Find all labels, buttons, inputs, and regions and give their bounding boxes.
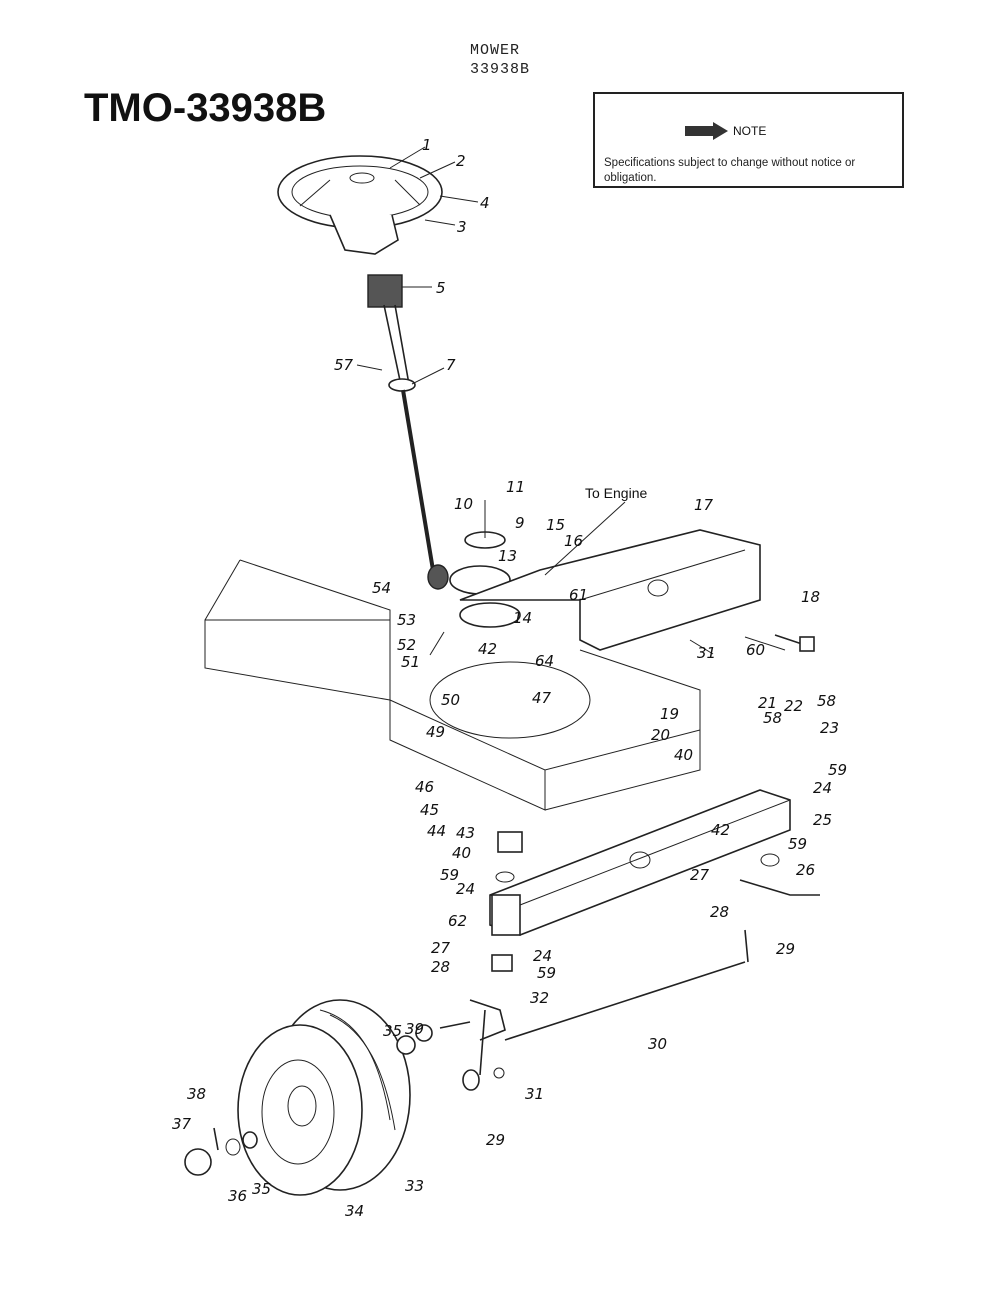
- bolt-18: [774, 634, 815, 652]
- callout-60: 60: [746, 641, 765, 659]
- callout-49: 49: [426, 723, 445, 741]
- callout-2: 2: [456, 152, 466, 170]
- callout-15: 15: [546, 516, 565, 534]
- callout-59b: 59: [788, 835, 807, 853]
- to-engine-label: To Engine: [585, 485, 647, 501]
- frame-channel: [459, 529, 761, 651]
- callout-20: 20: [651, 726, 670, 744]
- callout-39: 39: [405, 1020, 424, 1038]
- front-wheel: [237, 999, 411, 1196]
- callout-28b: 28: [431, 958, 450, 976]
- steering-wheel: [277, 155, 443, 255]
- callout-23: 23: [820, 719, 839, 737]
- header-line-2: 33938B: [470, 61, 531, 78]
- spindle-left: [469, 831, 523, 1076]
- callout-31b: 31: [525, 1085, 544, 1103]
- callout-33: 33: [405, 1177, 424, 1195]
- callout-59d: 59: [537, 964, 556, 982]
- main-frame: [389, 500, 701, 811]
- callout-52: 52: [397, 636, 416, 654]
- axle-bolt-parts: [396, 1021, 505, 1091]
- callout-35a: 35: [383, 1022, 402, 1040]
- callout-59c: 59: [440, 866, 459, 884]
- callout-9: 9: [515, 514, 525, 532]
- header-line-1: MOWER: [470, 42, 521, 59]
- callout-24b: 24: [456, 880, 475, 898]
- callout-36: 36: [228, 1187, 247, 1205]
- spindle-right: [739, 853, 820, 896]
- callout-50: 50: [441, 691, 460, 709]
- front-axle: [489, 789, 791, 936]
- callout-5: 5: [436, 279, 446, 297]
- callout-40a: 40: [674, 746, 693, 764]
- steering-shaft: [383, 304, 449, 590]
- steering-adapter: [367, 274, 403, 308]
- callout-19: 19: [660, 705, 679, 723]
- callout-58b: 58: [763, 709, 782, 727]
- callout-43: 43: [456, 824, 475, 842]
- callout-16: 16: [564, 532, 583, 550]
- callout-13: 13: [498, 547, 517, 565]
- callout-29b: 29: [486, 1131, 505, 1149]
- callout-11: 11: [506, 478, 525, 496]
- leader-lines: [356, 146, 786, 656]
- callout-37: 37: [172, 1115, 192, 1133]
- callout-24c: 24: [533, 947, 552, 965]
- callout-numbers: 1 2 4 3 5 7 57 To Engine 11 10 9 15 16 1…: [172, 136, 847, 1220]
- arrow-icon: [685, 122, 728, 140]
- callout-3: 3: [457, 218, 467, 236]
- callout-61: 61: [569, 586, 588, 604]
- callout-44: 44: [427, 822, 446, 840]
- callout-35b: 35: [252, 1180, 271, 1198]
- callout-17: 17: [694, 496, 714, 514]
- callout-21: 21: [758, 694, 777, 712]
- callout-40b: 40: [452, 844, 471, 862]
- callout-31a: 31: [697, 644, 716, 662]
- callout-51: 51: [401, 653, 420, 671]
- callout-4: 4: [480, 194, 490, 212]
- note-label: NOTE: [733, 124, 767, 138]
- hub-cap: [184, 1127, 258, 1176]
- model-title: TMO-33938B: [84, 86, 327, 130]
- callout-7: 7: [446, 356, 456, 374]
- callout-1: 1: [422, 136, 432, 154]
- callout-58a: 58: [817, 692, 836, 710]
- callout-32: 32: [530, 989, 549, 1007]
- callout-54: 54: [372, 579, 391, 597]
- to-engine-leader: [544, 501, 626, 576]
- callout-29a: 29: [776, 940, 795, 958]
- callout-27a: 27: [690, 866, 710, 884]
- callout-14: 14: [513, 609, 532, 627]
- callout-28a: 28: [710, 903, 729, 921]
- note-text: Specifications subject to change without…: [604, 157, 856, 184]
- callout-42b: 42: [711, 821, 730, 839]
- callout-26: 26: [796, 861, 815, 879]
- callout-30: 30: [648, 1035, 667, 1053]
- callout-18: 18: [801, 588, 820, 606]
- callout-42a: 42: [478, 640, 497, 658]
- dash-panel: [204, 559, 391, 701]
- callout-10: 10: [454, 495, 473, 513]
- callout-24a: 24: [813, 779, 832, 797]
- callout-38: 38: [187, 1085, 206, 1103]
- callout-27b: 27: [431, 939, 451, 957]
- callout-47: 47: [532, 689, 552, 707]
- callout-57: 57: [334, 356, 354, 374]
- callout-53: 53: [397, 611, 416, 629]
- callout-45: 45: [420, 801, 439, 819]
- callout-22: 22: [784, 697, 803, 715]
- callout-62: 62: [448, 912, 467, 930]
- callout-46: 46: [415, 778, 434, 796]
- callout-25: 25: [813, 811, 832, 829]
- note-heading: NOTE: [685, 122, 766, 140]
- tie-rod: [504, 929, 749, 1041]
- callout-64: 64: [535, 652, 554, 670]
- note-box: NOTE Specifications subject to change wi…: [593, 92, 904, 188]
- callout-59a: 59: [828, 761, 847, 779]
- callout-34: 34: [345, 1202, 364, 1220]
